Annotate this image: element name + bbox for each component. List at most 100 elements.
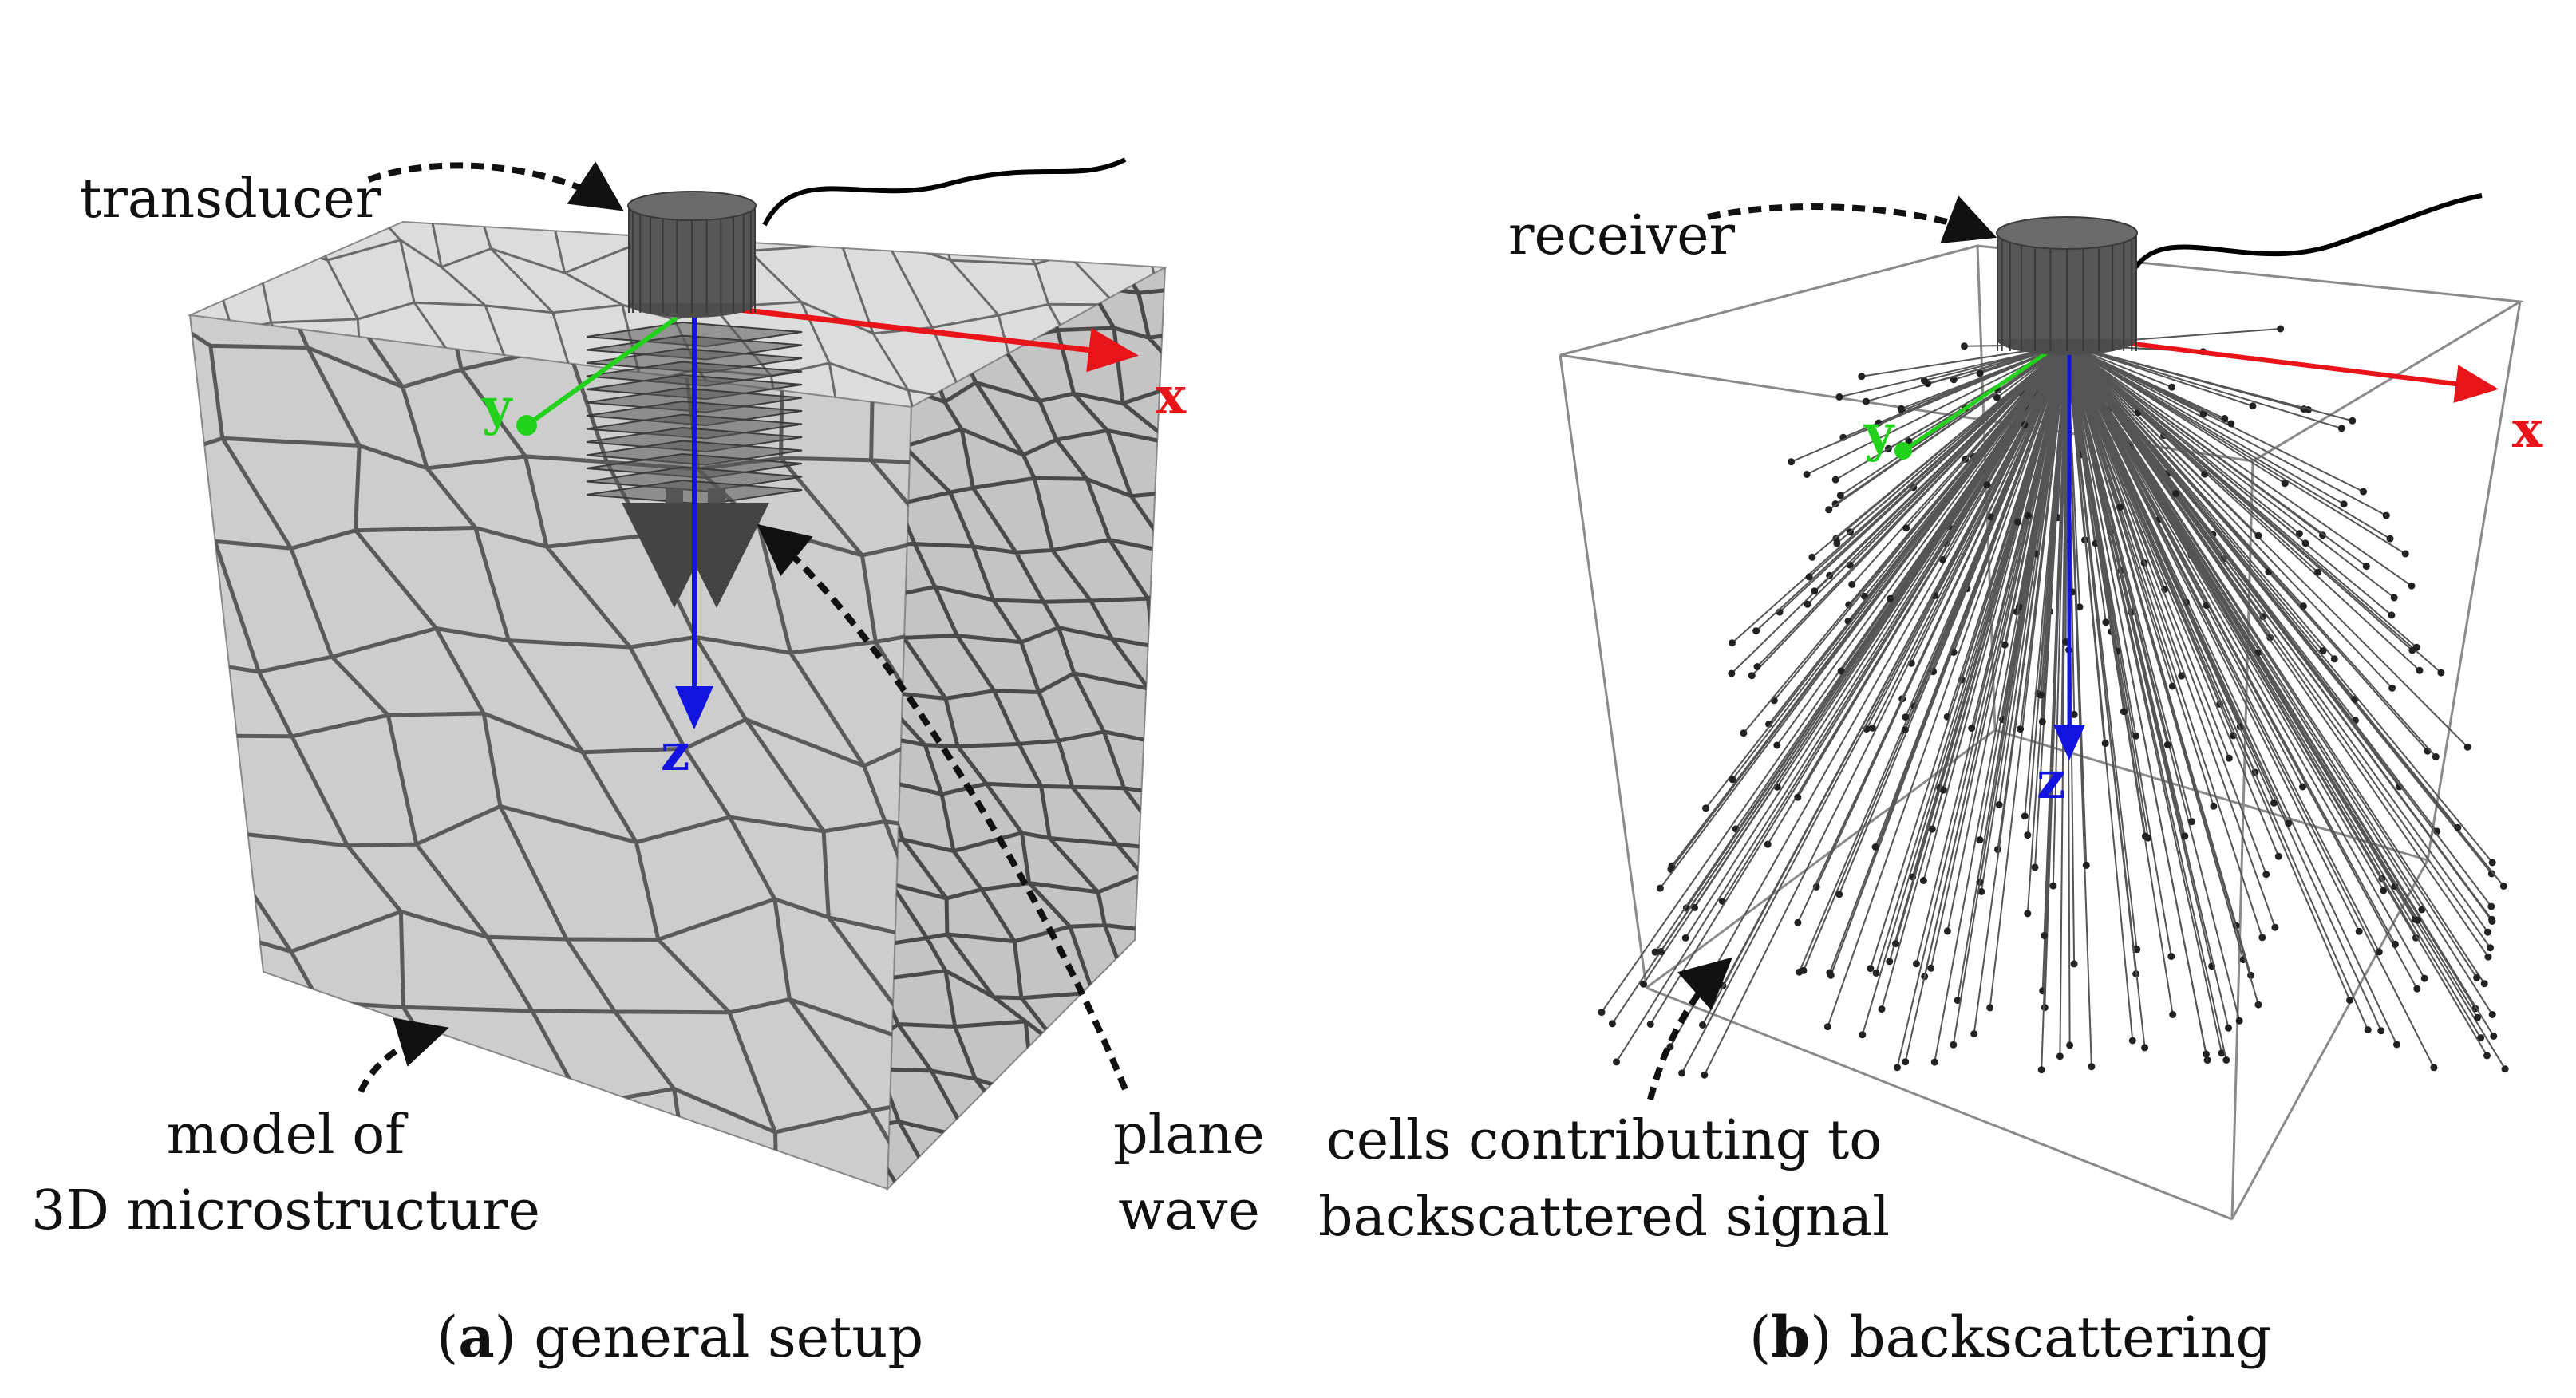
scatter-cell bbox=[1804, 600, 1811, 608]
scatter-cell bbox=[1729, 776, 1736, 784]
scatter-cell bbox=[1691, 903, 1698, 911]
scatter-cell bbox=[1939, 786, 1947, 794]
scatter-cell bbox=[1977, 887, 1985, 895]
scatter-cell bbox=[1598, 1009, 1606, 1017]
scatter-ray bbox=[2066, 344, 2259, 1005]
scatter-ray bbox=[1896, 344, 2068, 1068]
x-axis-line bbox=[717, 304, 1139, 373]
scatter-ray bbox=[1839, 344, 2068, 398]
scatter-cell bbox=[1608, 1020, 1616, 1028]
scatter-ray bbox=[1701, 344, 2068, 1025]
scatter-cell bbox=[2225, 754, 2233, 762]
scatter-cell bbox=[1639, 980, 1647, 988]
scatter-cell bbox=[1729, 639, 1736, 647]
scatter-ray bbox=[2066, 344, 2391, 539]
scatter-cell bbox=[1837, 667, 1845, 675]
scatter-cell bbox=[2487, 902, 2495, 910]
scatter-cell bbox=[2277, 325, 2285, 333]
scatter-ray bbox=[2066, 344, 2493, 863]
caption-a: (a) general setup bbox=[437, 1304, 923, 1370]
plane-wave-label-line1: plane bbox=[1113, 1104, 1265, 1167]
scatter-cell bbox=[2477, 1034, 2485, 1042]
receiver-icon bbox=[1996, 193, 2483, 355]
scatter-cell bbox=[1976, 369, 1984, 377]
scatter-cell bbox=[2364, 1026, 2372, 1034]
scatter-cell bbox=[1753, 663, 1761, 670]
scatter-cell bbox=[2285, 819, 2293, 827]
y-axis-dot-b bbox=[1894, 442, 1912, 460]
scatter-cell bbox=[2392, 1041, 2400, 1048]
scatter-cell bbox=[2225, 1024, 2232, 1032]
scatter-cell bbox=[1878, 1005, 1886, 1013]
scatter-ray bbox=[2066, 344, 2107, 744]
scatter-ray bbox=[2066, 344, 2367, 567]
scatter-cell bbox=[2178, 672, 2186, 680]
scatter-cell bbox=[1868, 724, 1876, 732]
y-axis-label-b: y bbox=[1863, 404, 1895, 464]
scatter-ray bbox=[2066, 344, 2492, 907]
scatter-ray bbox=[1791, 344, 2068, 463]
scatter-cell bbox=[2463, 743, 2471, 751]
scatter-cell bbox=[2037, 1066, 2045, 1074]
scatter-cell bbox=[1976, 836, 1984, 844]
plane-wave-label-line2: wave bbox=[1118, 1179, 1259, 1242]
z-axis-label: z bbox=[661, 723, 689, 783]
scatter-cell bbox=[2337, 425, 2345, 432]
scatter-cell bbox=[1995, 801, 2003, 808]
scatter-ray bbox=[2066, 344, 2259, 537]
scatter-cell bbox=[1811, 587, 1819, 595]
scatter-cell bbox=[1987, 513, 1995, 521]
scatter-cell bbox=[2102, 618, 2110, 626]
scatter-ray bbox=[2043, 344, 2068, 936]
scatter-cell bbox=[1794, 918, 1802, 926]
scatter-cell bbox=[1651, 948, 1659, 956]
scatter-ray bbox=[1796, 344, 2068, 923]
scatter-cell bbox=[2408, 646, 2416, 654]
scatter-cell bbox=[2141, 1044, 2149, 1052]
scatter-cell bbox=[1968, 725, 1976, 733]
scatter-cell bbox=[2299, 783, 2306, 791]
scatter-cell bbox=[1699, 1021, 1706, 1029]
scatter-ray bbox=[1685, 344, 2068, 938]
scatter-cell bbox=[2249, 402, 2257, 410]
scatter-cell bbox=[2014, 518, 2021, 526]
scatter-ray bbox=[1796, 344, 2068, 798]
scatter-cell bbox=[2235, 1017, 2243, 1025]
scatter-ray bbox=[2066, 344, 2254, 407]
scatter-cell bbox=[1835, 891, 1843, 898]
scatter-cell bbox=[2056, 1052, 2064, 1060]
scatter-cell bbox=[2281, 480, 2289, 488]
scatter-ray bbox=[2066, 344, 2351, 1001]
scatter-cell bbox=[2254, 531, 2262, 539]
scatter-ray bbox=[2040, 344, 2068, 696]
scatter-cell bbox=[1961, 342, 1968, 350]
scatter-cell bbox=[2480, 980, 2488, 988]
scatter-cell bbox=[2488, 915, 2495, 923]
scatter-cell bbox=[1950, 1041, 1958, 1048]
scatter-cell bbox=[2017, 725, 2025, 733]
scatter-cell bbox=[2401, 550, 2409, 558]
scatter-ray bbox=[1660, 344, 2068, 953]
scatter-cell bbox=[1833, 539, 1841, 547]
scatter-cell bbox=[2346, 997, 2353, 1004]
scatter-ray bbox=[1905, 344, 2068, 529]
scatter-cell bbox=[1681, 934, 1689, 942]
scatter-ray bbox=[2066, 344, 2426, 979]
scatter-ray bbox=[1811, 344, 2068, 559]
scatter-cell bbox=[2258, 934, 2266, 942]
scatter-cell bbox=[2355, 927, 2363, 935]
scatter-cell bbox=[2488, 1011, 2496, 1018]
scatter-cell bbox=[2128, 1037, 2136, 1045]
scatter-cell bbox=[2188, 818, 2196, 826]
scatter-cell bbox=[2038, 717, 2046, 725]
scatter-cell bbox=[2070, 710, 2078, 718]
scatter-cell bbox=[1701, 1071, 1709, 1079]
scatter-cell bbox=[1986, 1004, 1994, 1012]
scatter-cell bbox=[2202, 1050, 2210, 1058]
scatter-cell bbox=[2049, 882, 2057, 890]
scatter-cell bbox=[2499, 883, 2507, 890]
scatter-cell bbox=[2420, 974, 2428, 982]
scatter-cell bbox=[2076, 603, 2084, 611]
transducer-label: transducer bbox=[80, 168, 381, 231]
scatter-ray bbox=[2066, 344, 2488, 1056]
